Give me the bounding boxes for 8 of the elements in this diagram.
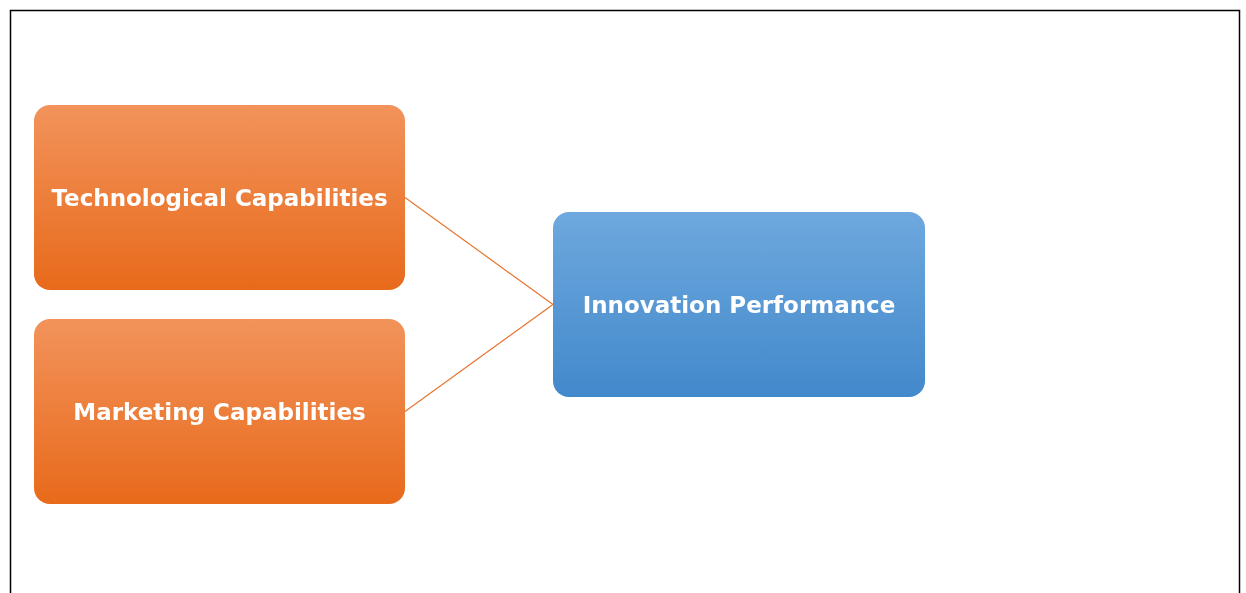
- connector-line: [404, 303, 554, 413]
- factor-box: [34, 319, 405, 504]
- node-label: Technological Capabilities: [51, 184, 388, 211]
- node-label: Innovation Performance: [582, 291, 896, 318]
- connector-line: [404, 196, 554, 306]
- outcome-box: [553, 212, 925, 397]
- node-label: Marketing Capabilities: [73, 398, 366, 425]
- factor-box: [34, 105, 405, 290]
